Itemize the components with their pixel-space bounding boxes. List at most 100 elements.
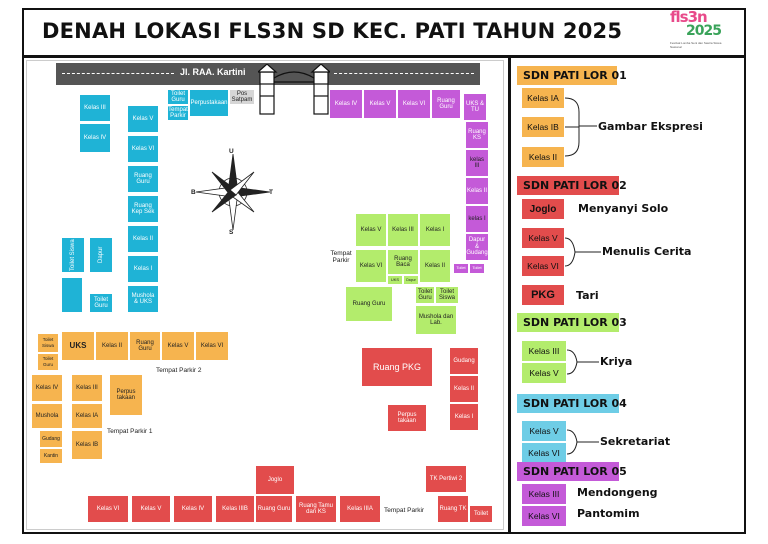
room-ruang-baca: Ruang Baca	[388, 250, 418, 274]
room-toilet-guru-g: Toilet Guru	[416, 287, 434, 303]
room-toilet-guru-2: Toilet Guru	[90, 294, 112, 312]
legend-02-pkg-activity: Tari	[576, 289, 599, 302]
room-kelas-vi-r: Kelas VI	[88, 496, 128, 522]
room-kelas-iii: Kelas III	[80, 95, 110, 121]
room-kelas-v-g: Kelas V	[356, 214, 386, 246]
room-uks-g: UKS	[388, 276, 402, 284]
legend-01-brace	[565, 97, 597, 157]
legend-02-joglo: Joglo	[522, 199, 564, 219]
room-kelas-iii-g: Kelas III	[388, 214, 418, 246]
room-ruang-tamu-ks: Ruang Tamu dan KS	[296, 496, 336, 522]
room-blank-cyan	[62, 278, 82, 312]
room-kelas-v-o: Kelas V	[162, 332, 194, 360]
room-kelas-ii: Kelas II	[128, 226, 158, 252]
room-kelas-i-g: Kelas I	[420, 214, 450, 246]
room-kelas-iv-p: Kelas IV	[330, 90, 362, 118]
room-kelas-ii-g: Kelas II	[420, 250, 450, 282]
room-kelas-vi-g: Kelas VI	[356, 250, 386, 282]
legend-05-activity-1: Mendongeng	[577, 486, 658, 499]
room-ruang-pkg: Ruang PKG	[362, 348, 432, 386]
room-kelas-vi-p: Kelas VI	[398, 90, 430, 118]
legend-04-brace	[567, 429, 599, 455]
room-kelas-ib-o: Kelas IB	[72, 431, 102, 459]
room-toilet-siswa-o: Toilet Siswa	[38, 334, 58, 352]
room-ruang-guru-g: Ruang Guru	[346, 287, 392, 321]
legend-02-pkg: PKG	[522, 285, 564, 305]
room-kelas-ii-p: Kelas II	[466, 178, 488, 204]
legend-02-brace	[565, 237, 601, 267]
room-kelas-ia-o: Kelas IA	[72, 404, 102, 428]
room-ruang-guru: Ruang Guru	[128, 166, 158, 192]
compass-south: S	[229, 229, 234, 236]
room-kelas-iiia-r: Kelas IIIA	[340, 496, 380, 522]
room-perpustakaan-r: Perpus takaan	[388, 405, 426, 431]
room-gudang-r: Gudang	[450, 348, 478, 374]
room-kantin-o: Kantin	[40, 449, 62, 463]
compass-west: B	[191, 189, 196, 196]
room-toilet-r: Toilet	[470, 506, 492, 522]
legend-sdn-01-header: SDN PATI LOR 01	[517, 66, 627, 85]
legend-04-activity: Sekretariat	[600, 435, 671, 448]
room-kelas-vi-o: Kelas VI	[196, 332, 228, 360]
room-ruang-guru-o: Ruang Guru	[130, 332, 160, 360]
room-toilet-siswa-g: Toilet Siswa	[436, 287, 458, 303]
room-mushola-uks: Mushola & UKS	[128, 286, 158, 312]
room-kelas-iv: Kelas IV	[80, 124, 110, 152]
compass-north: U	[229, 148, 234, 155]
room-kelas-iv-r: Kelas IV	[174, 496, 212, 522]
title-bar	[22, 8, 746, 58]
road-label: Jl. RAA. Kartini	[180, 67, 246, 77]
legend-01-room-1: Kelas IA	[522, 88, 564, 108]
room-uks-o: UKS	[62, 332, 94, 360]
parking-2: Tempat Parkir 2	[156, 367, 202, 374]
room-ruang-ks: Ruang KS	[466, 122, 488, 148]
room-pos-satpam: Pos Satpam	[230, 90, 254, 104]
room-kelas-iii-o: Kelas III	[72, 375, 102, 401]
room-kelas-ii-o: Kelas II	[96, 332, 128, 360]
legend-02-rooms-activity: Menulis Cerita	[602, 245, 692, 258]
room-ruang-guru-p: Ruang Guru	[432, 90, 460, 118]
legend-05-activity-2: Pantomim	[577, 507, 640, 520]
parking-1: Tempat Parkir 1	[107, 428, 153, 435]
room-dapur-gudang: Dapur & Gudang	[466, 234, 488, 260]
room-mushola-lab: Mushola dan Lab.	[416, 306, 456, 334]
legend-01-activity: Gambar Ekspresi	[598, 120, 703, 133]
room-dapur: Dapur	[90, 238, 112, 272]
room-kelas-iv-o: Kelas IV	[32, 375, 62, 401]
compass-rose-icon	[195, 153, 271, 231]
room-perpustakaan: Perpustakaan	[190, 90, 228, 116]
legend-05-room-2: Kelas VI	[522, 506, 566, 526]
room-kelas-ii-r: Kelas II	[450, 376, 478, 402]
legend-02-joglo-activity: Menyanyi Solo	[578, 202, 669, 215]
legend-03-activity: Kriya	[600, 355, 633, 368]
panel-divider	[508, 56, 511, 534]
room-kelas-i-p: kelas I	[466, 206, 488, 232]
legend-03-room-1: Kelas III	[522, 341, 566, 361]
parking-center: Tempat Parkir	[330, 250, 352, 264]
room-kelas-v: Kelas V	[128, 106, 158, 132]
compass-east: T	[269, 189, 273, 196]
room-kelas-v-r: Kelas V	[132, 496, 170, 522]
legend-04-room-1: Kelas V	[522, 421, 566, 441]
room-kelas-iiib-r: Kelas IIIB	[216, 496, 254, 522]
room-kelas-v-p: Kelas V	[364, 90, 396, 118]
legend-01-room-3: Kelas II	[522, 147, 564, 167]
legend-04-room-2: Kelas VI	[522, 443, 566, 463]
room-perpustakaan-o: Perpus takaan	[110, 375, 142, 415]
legend-01-room-2: Kelas IB	[522, 117, 564, 137]
room-kelas-i: Kelas I	[128, 256, 158, 282]
room-dapur-g: Dapur	[404, 276, 418, 284]
room-kelas-vi: Kelas VI	[128, 136, 158, 162]
room-toilet-p1: Toilet	[454, 264, 468, 273]
room-gudang-o: Gudang	[40, 431, 62, 447]
room-toilet-p2: Toilet	[470, 264, 484, 273]
room-kelas-iii-p: kelas III	[466, 150, 488, 176]
room-kep-sek: Ruang Kep Sek	[128, 196, 158, 222]
legend-03-room-2: Kelas V	[522, 363, 566, 383]
fls3n-logo: fls3n 2025 Festival Lomba Seni dan Sastr…	[670, 8, 722, 50]
room-ruang-tk: Ruang TK	[438, 496, 468, 522]
room-uks-tu: UKS & TU	[464, 94, 486, 120]
page-title: DENAH LOKASI FLS3N SD KEC. PATI TAHUN 20…	[42, 19, 623, 43]
room-kelas-i-r: Kelas I	[450, 404, 478, 430]
legend-sdn-05-header: SDN PATI LOR 05	[517, 462, 627, 481]
